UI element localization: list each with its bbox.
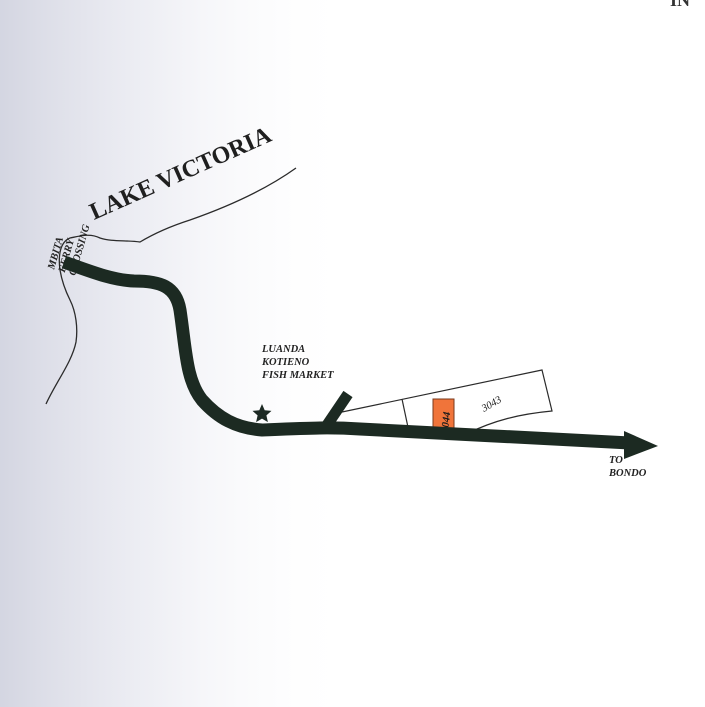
fish-market-label: LUANDA KOTIENO FISH MARKET <box>261 344 334 381</box>
market-label-line3: FISH MARKET <box>261 370 334 381</box>
destination-label-line1: TO <box>609 455 623 466</box>
corner-mark: IN <box>670 0 690 10</box>
access-road <box>320 390 353 432</box>
destination-label: TO BONDO <box>608 455 647 479</box>
main-road <box>61 255 631 450</box>
destination-label-line2: BONDO <box>608 468 647 479</box>
market-label-line2: KOTIENO <box>261 357 310 368</box>
market-label-line1: LUANDA <box>261 344 305 355</box>
arrow-head-icon <box>624 431 658 459</box>
star-icon <box>252 404 272 423</box>
lake-shoreline <box>45 167 297 405</box>
